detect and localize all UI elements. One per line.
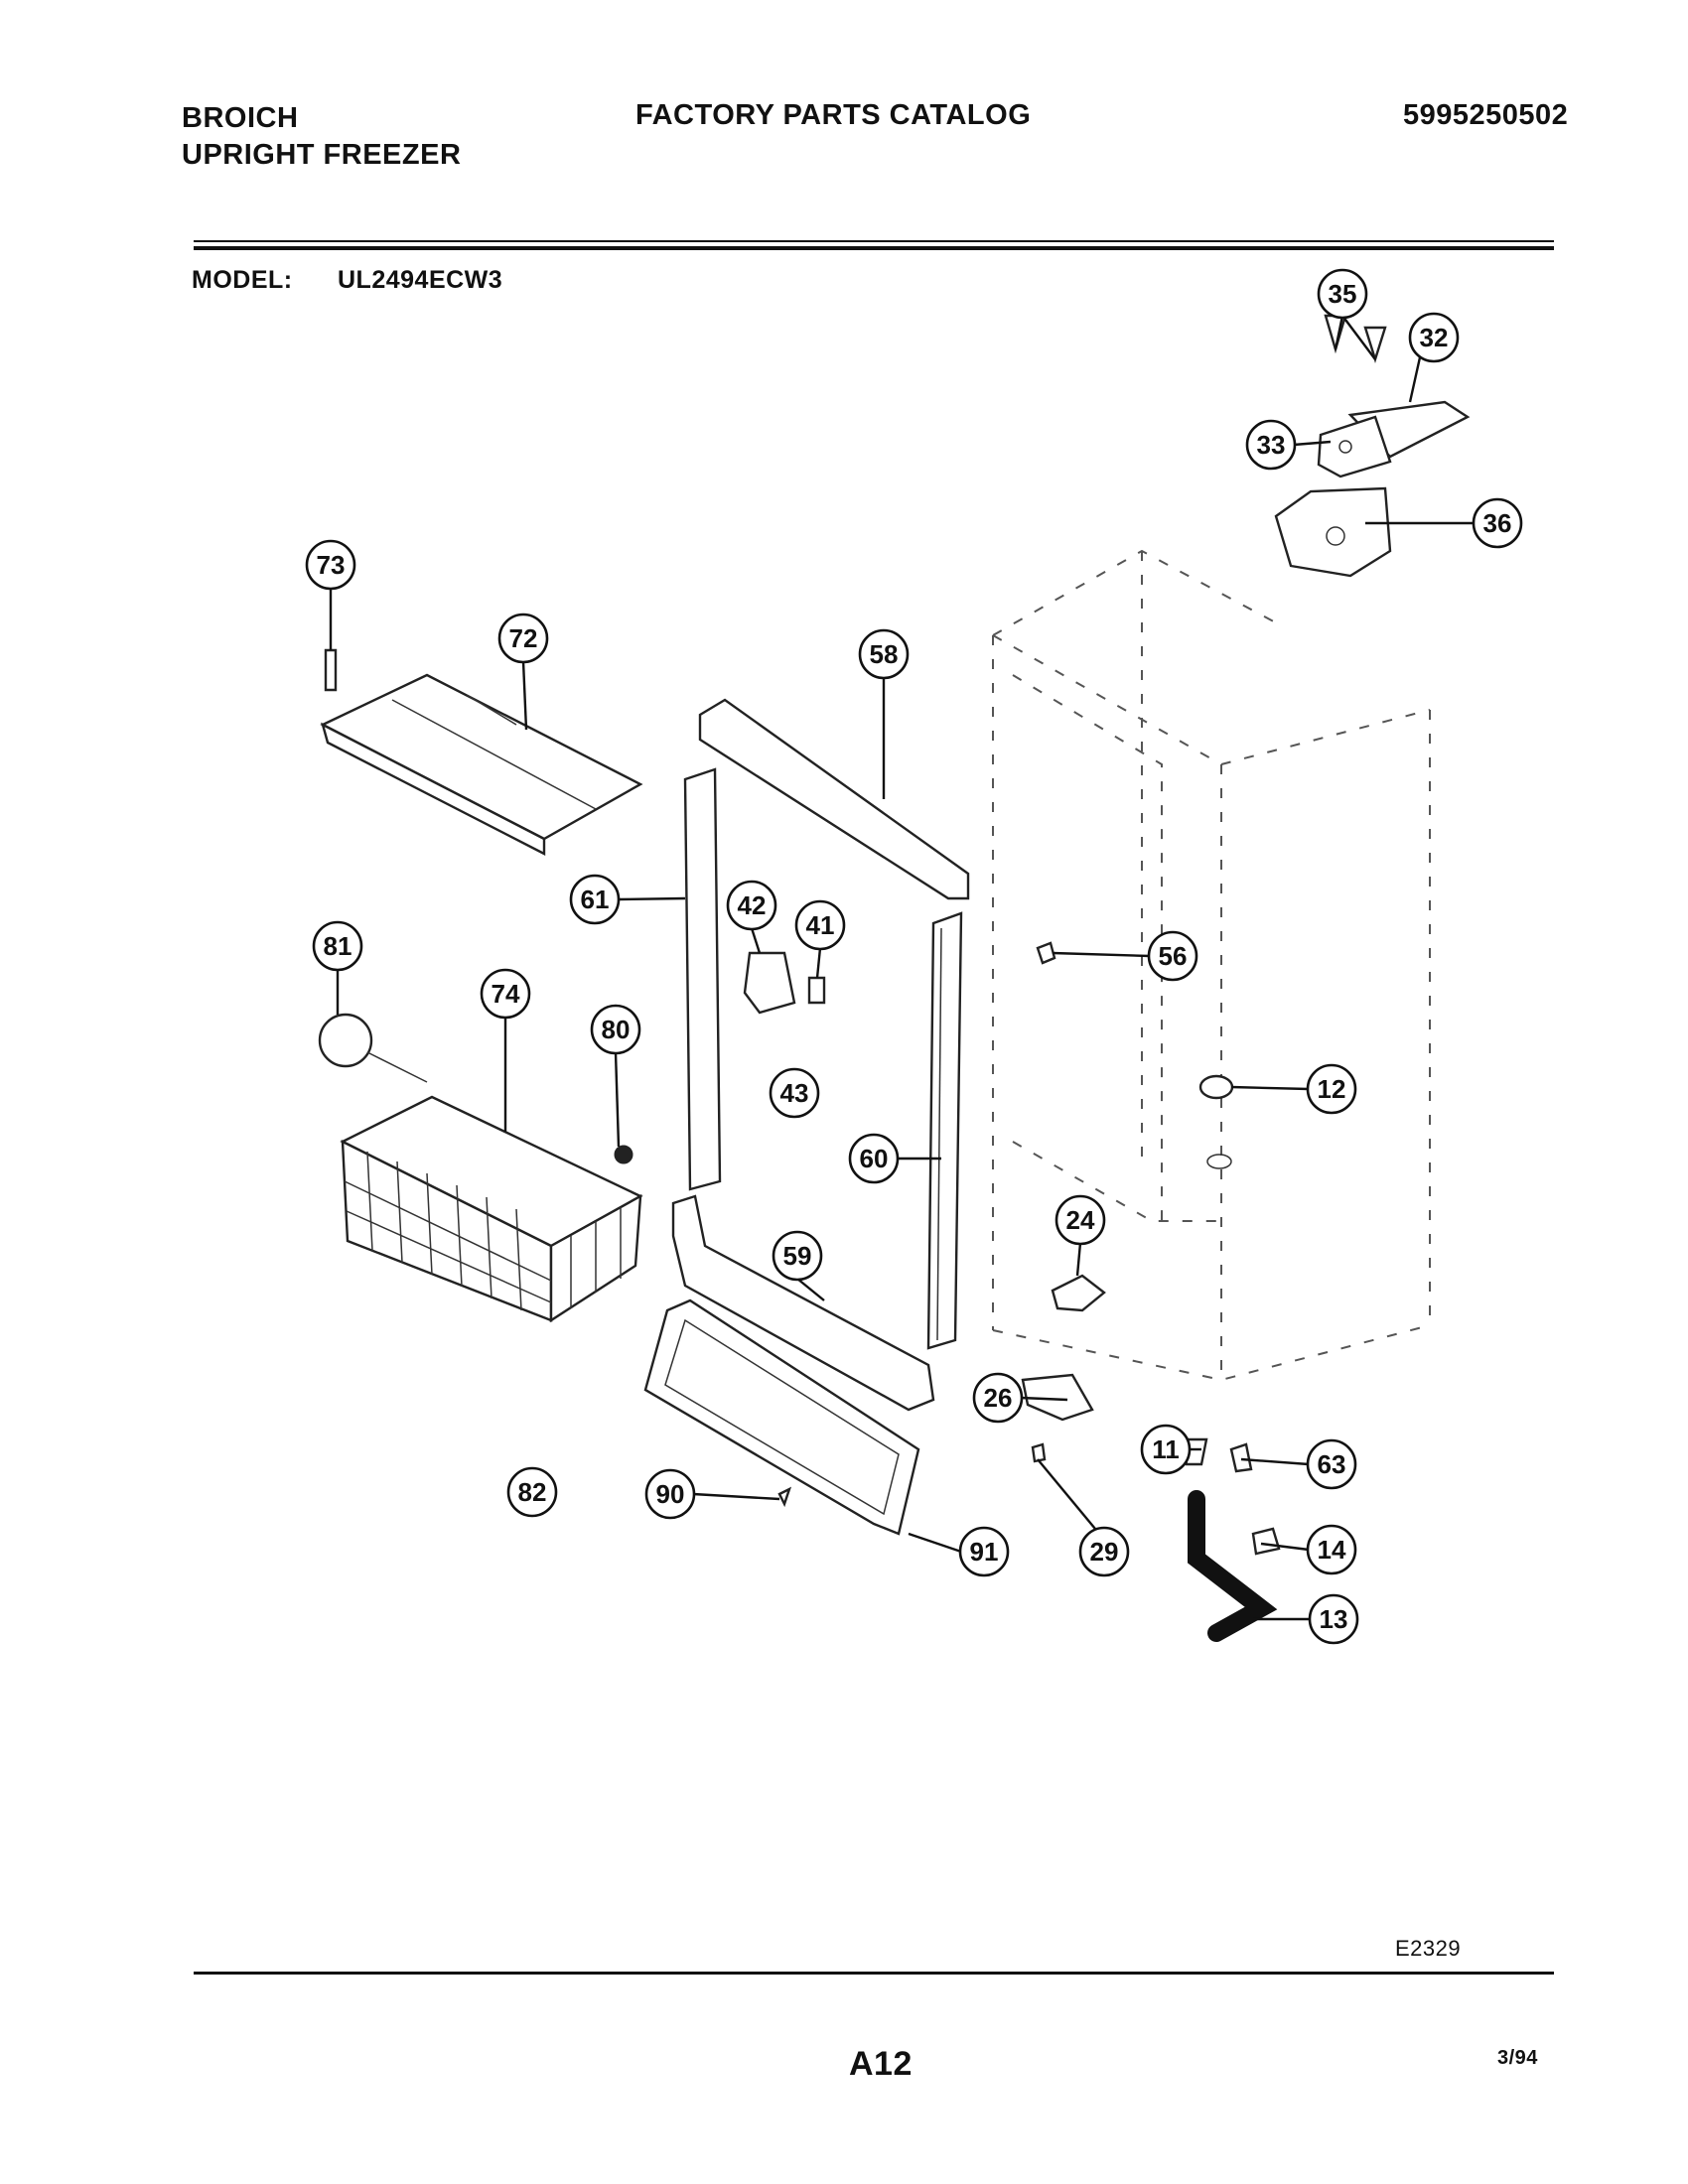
door-gaskets xyxy=(671,698,970,1412)
cabinet-outline xyxy=(992,549,1431,1382)
svg-text:29: 29 xyxy=(1090,1537,1119,1567)
shelf-part xyxy=(320,648,643,856)
svg-text:63: 63 xyxy=(1318,1449,1346,1479)
callout-41: 41 xyxy=(794,899,846,951)
callout-11: 11 xyxy=(1140,1424,1192,1475)
callout-29: 29 xyxy=(1078,1526,1130,1577)
svg-text:73: 73 xyxy=(317,550,346,580)
callout-32: 32 xyxy=(1408,312,1460,363)
svg-text:24: 24 xyxy=(1066,1205,1095,1235)
svg-text:41: 41 xyxy=(806,910,835,940)
svg-text:14: 14 xyxy=(1318,1535,1346,1565)
svg-text:43: 43 xyxy=(780,1078,809,1108)
callout-12: 12 xyxy=(1306,1063,1357,1115)
callout-90: 90 xyxy=(644,1468,696,1520)
top-hinge-assembly xyxy=(1274,314,1471,578)
svg-text:13: 13 xyxy=(1320,1604,1348,1634)
svg-text:35: 35 xyxy=(1329,279,1357,309)
callout-14: 14 xyxy=(1306,1524,1357,1575)
header-rule-thin xyxy=(194,240,1554,242)
page-number: A12 xyxy=(849,2045,913,2083)
callout-59: 59 xyxy=(772,1230,823,1282)
header-rule-thick xyxy=(194,246,1554,250)
callout-56: 56 xyxy=(1147,930,1198,982)
svg-text:32: 32 xyxy=(1420,323,1449,352)
svg-text:61: 61 xyxy=(581,885,610,914)
svg-text:60: 60 xyxy=(860,1144,889,1173)
svg-text:33: 33 xyxy=(1257,430,1286,460)
callout-82: 82 xyxy=(506,1466,558,1518)
svg-text:26: 26 xyxy=(984,1383,1013,1413)
callout-81: 81 xyxy=(312,920,363,972)
svg-text:36: 36 xyxy=(1483,508,1512,538)
callout-73: 73 xyxy=(305,539,356,591)
callout-80: 80 xyxy=(590,1004,641,1055)
callout-61: 61 xyxy=(569,874,621,925)
callout-33: 33 xyxy=(1245,419,1297,471)
callout-72: 72 xyxy=(497,613,549,664)
svg-text:91: 91 xyxy=(970,1537,999,1567)
leader-lines xyxy=(329,315,1475,1621)
catalog-title: FACTORY PARTS CATALOG xyxy=(635,99,1032,131)
callout-63: 63 xyxy=(1306,1438,1357,1490)
svg-text:82: 82 xyxy=(518,1477,547,1507)
callout-24: 24 xyxy=(1055,1194,1106,1246)
callout-26: 26 xyxy=(972,1372,1024,1424)
callout-42: 42 xyxy=(726,880,777,931)
model-number: UL2494ECW3 xyxy=(338,266,503,294)
callout-35: 35 xyxy=(1317,268,1368,320)
callout-91: 91 xyxy=(958,1526,1010,1577)
revision-date: 3/94 xyxy=(1497,2047,1538,2069)
callout-13: 13 xyxy=(1308,1593,1359,1645)
svg-text:59: 59 xyxy=(783,1241,812,1271)
door-panel xyxy=(643,1298,920,1536)
callout-36: 36 xyxy=(1472,497,1523,549)
product-name: UPRIGHT FREEZER xyxy=(182,139,462,171)
svg-text:74: 74 xyxy=(492,979,520,1009)
small-parts xyxy=(743,941,1281,1642)
svg-text:56: 56 xyxy=(1159,941,1188,971)
callout-43: 43 xyxy=(769,1067,820,1119)
figure-id: E2329 xyxy=(1395,1936,1462,1961)
model-label: MODEL: xyxy=(192,266,293,294)
svg-text:42: 42 xyxy=(738,890,767,920)
svg-text:11: 11 xyxy=(1152,1434,1180,1464)
svg-text:81: 81 xyxy=(324,931,352,961)
callout-58: 58 xyxy=(858,628,910,680)
wire-basket xyxy=(318,1013,643,1323)
svg-text:90: 90 xyxy=(656,1479,685,1509)
catalog-number: 5995250502 xyxy=(1403,99,1569,131)
footer-rule xyxy=(194,1972,1554,1975)
svg-text:72: 72 xyxy=(509,623,538,653)
svg-text:12: 12 xyxy=(1318,1074,1346,1104)
svg-text:80: 80 xyxy=(602,1015,631,1044)
brand-name: BROICH xyxy=(182,102,299,134)
callout-74: 74 xyxy=(480,968,531,1020)
callout-60: 60 xyxy=(848,1133,900,1184)
svg-text:58: 58 xyxy=(870,639,899,669)
